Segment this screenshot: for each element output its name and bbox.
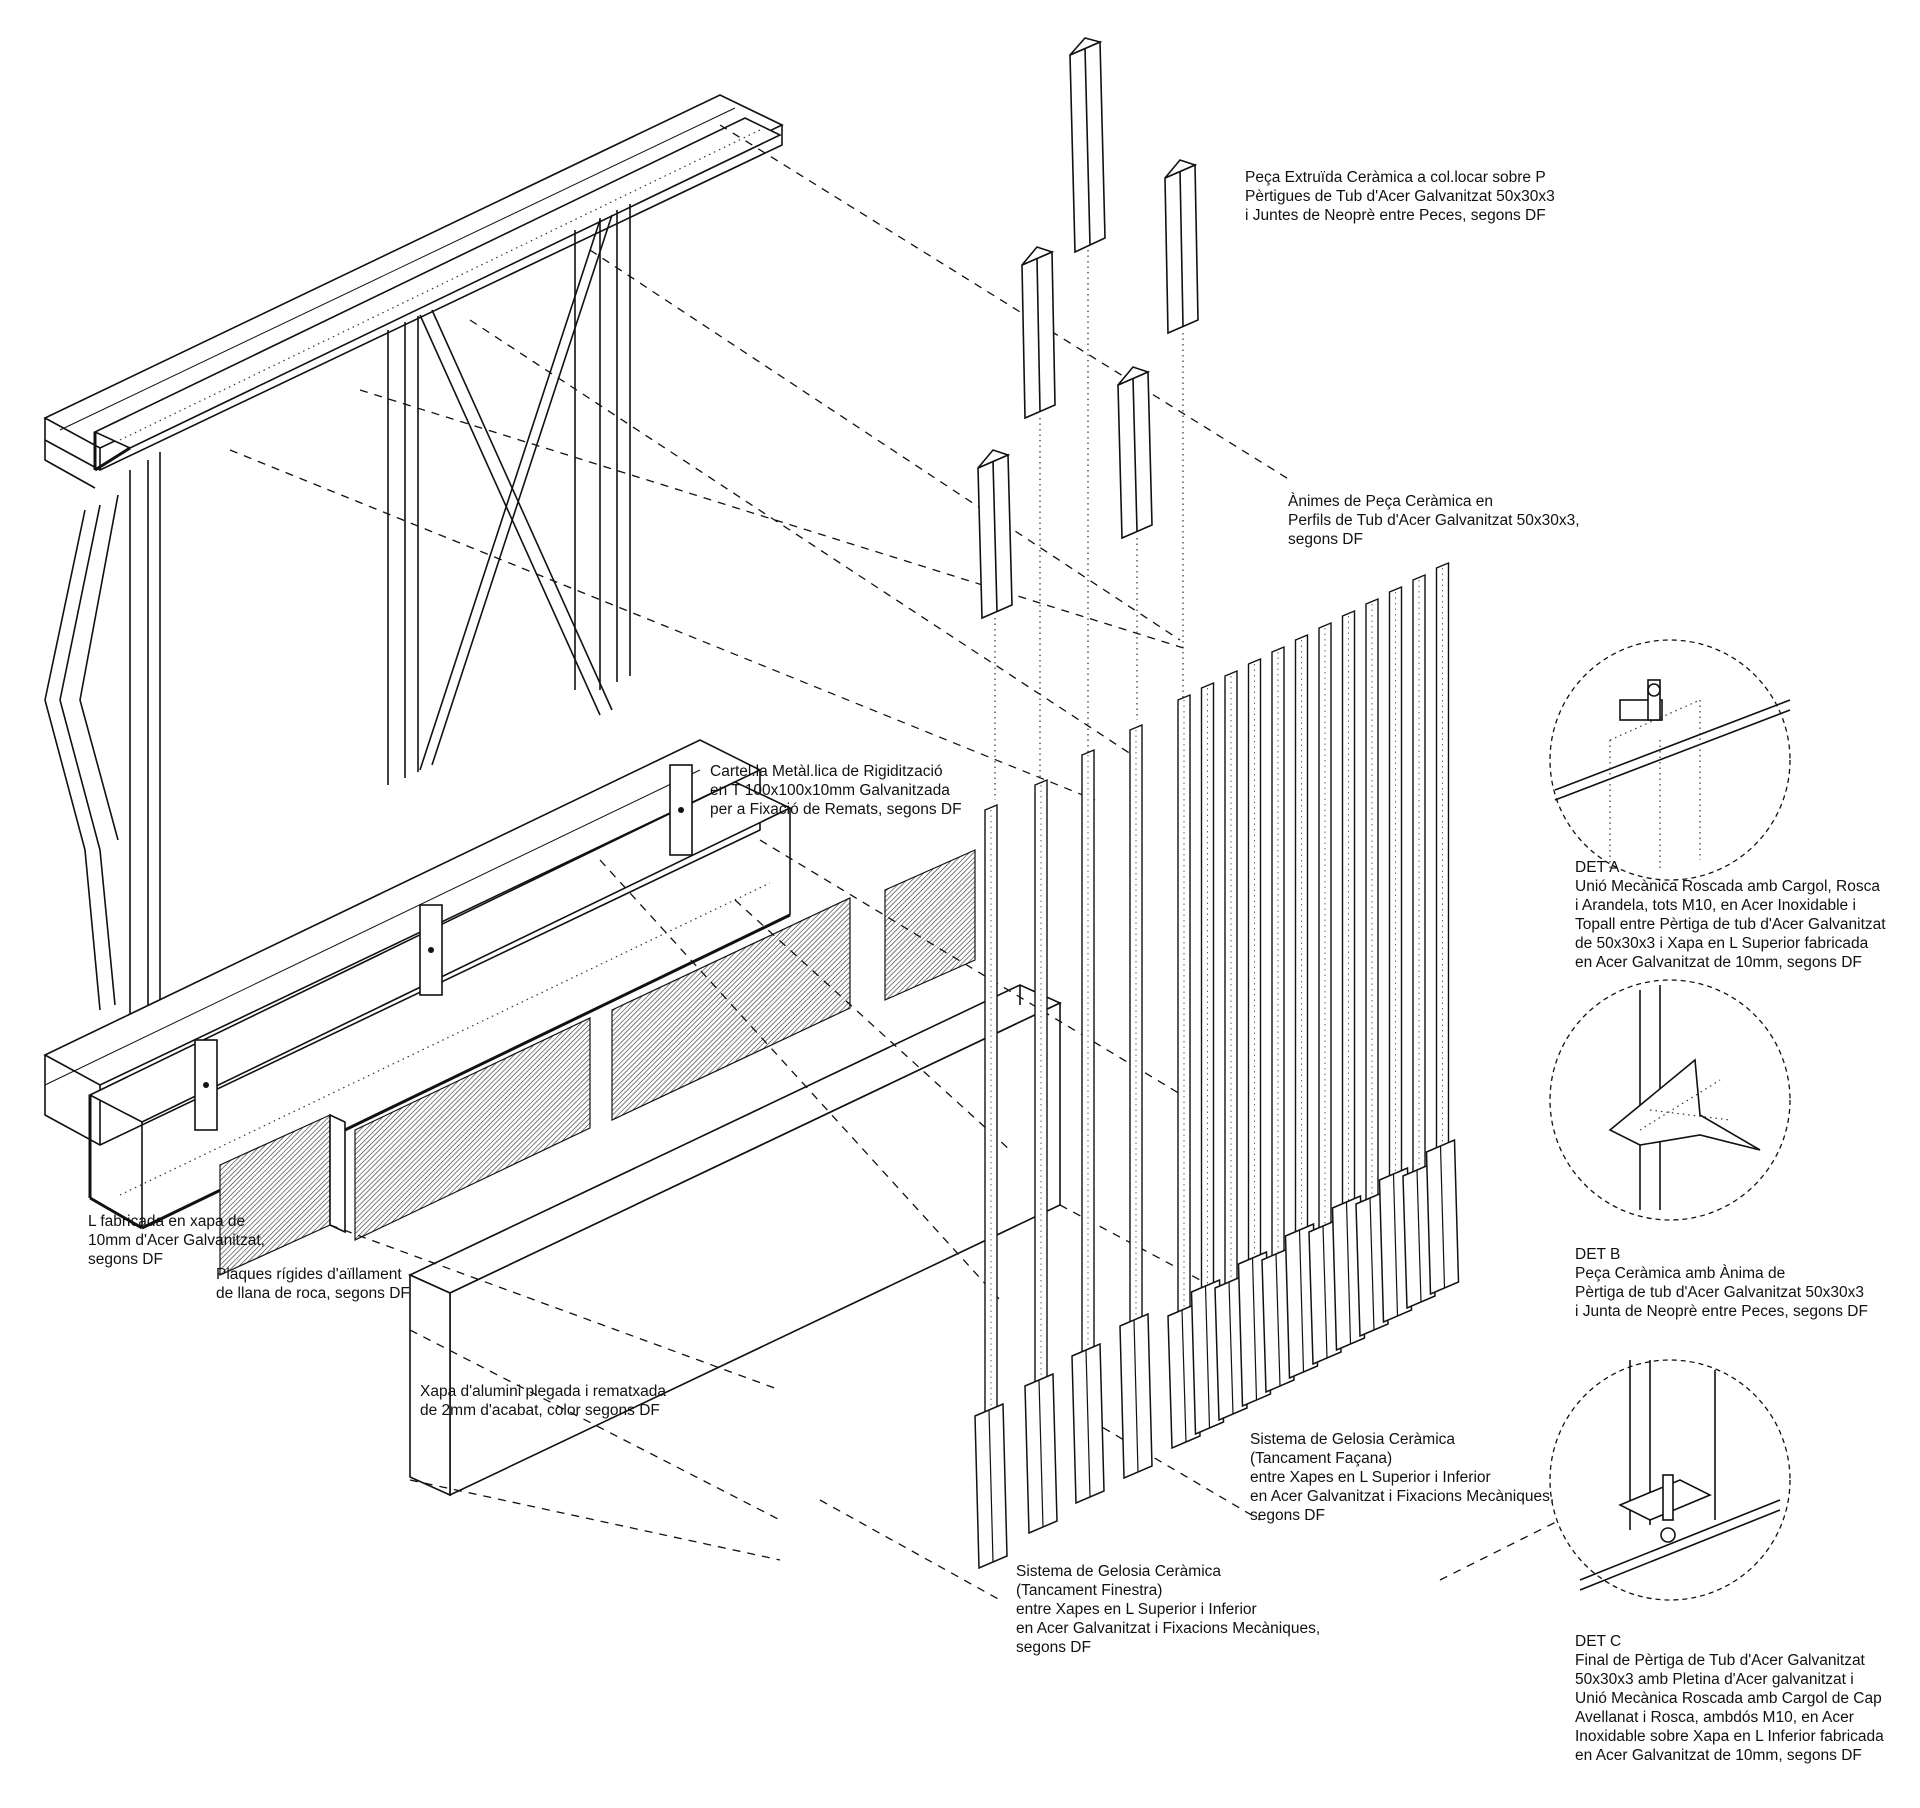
lattice-pole xyxy=(1402,573,1436,1310)
label-animes: Ànimes de Peça Ceràmica en Perfils de Tu… xyxy=(1288,493,1580,548)
detail-c-circle xyxy=(1549,1359,1791,1601)
aluminium-cladding xyxy=(408,984,1062,1497)
label-det-b: DET B Peça Ceràmica amb Ànima de Pèrtiga… xyxy=(1575,1246,1868,1320)
label-gelosia-facana: Sistema de Gelosia Ceràmica (Tancament F… xyxy=(1250,1431,1555,1524)
lower-l-plate xyxy=(88,764,792,1230)
label-gelosia-finestra: Sistema de Gelosia Ceràmica (Tancament F… xyxy=(1016,1563,1321,1656)
rock-wool-insulation xyxy=(219,849,976,1276)
lattice-pole xyxy=(1167,693,1201,1450)
detail-a-circle xyxy=(1549,639,1791,881)
lattice-pole xyxy=(1331,609,1366,1352)
label-det-a: DET A Unió Mecànica Roscada amb Cargol, … xyxy=(1575,859,1886,971)
label-xapa-alumini: Xapa d'alumini plegada i rematxada de 2m… xyxy=(420,1383,666,1419)
lattice-pole xyxy=(1024,778,1058,1535)
lattice-pole xyxy=(1261,645,1295,1394)
label-ceramic-piece: Peça Extruïda Ceràmica a col.locar sobre… xyxy=(1245,169,1555,224)
lattice-pole xyxy=(1071,748,1105,1505)
label-cartela: Cartel.la Metàl.lica de Rigidització en … xyxy=(710,763,962,818)
label-l-fabricada: L fabricada en xapa de 10mm d'Acer Galva… xyxy=(88,1213,265,1268)
steel-truss-frame xyxy=(43,94,784,1146)
detail-b-circle xyxy=(1549,979,1791,1221)
exploded-ceramic-pieces xyxy=(977,37,1199,800)
lattice-pole xyxy=(1119,723,1153,1480)
lattice-pole xyxy=(1214,669,1248,1422)
lattice-pole xyxy=(1308,621,1342,1366)
ceramic-lattice-facade xyxy=(974,561,1460,1570)
lattice-pole xyxy=(1355,597,1389,1338)
alignment-lines xyxy=(229,124,1591,1601)
lattice-pole xyxy=(1378,585,1413,1324)
lattice-pole xyxy=(974,803,1008,1570)
label-det-c: DET C Final de Pèrtiga de Tub d'Acer Gal… xyxy=(1575,1633,1884,1764)
label-plaques: Plaques rígides d'aïllament de llana de … xyxy=(216,1266,410,1302)
lattice-pole xyxy=(1425,561,1460,1296)
